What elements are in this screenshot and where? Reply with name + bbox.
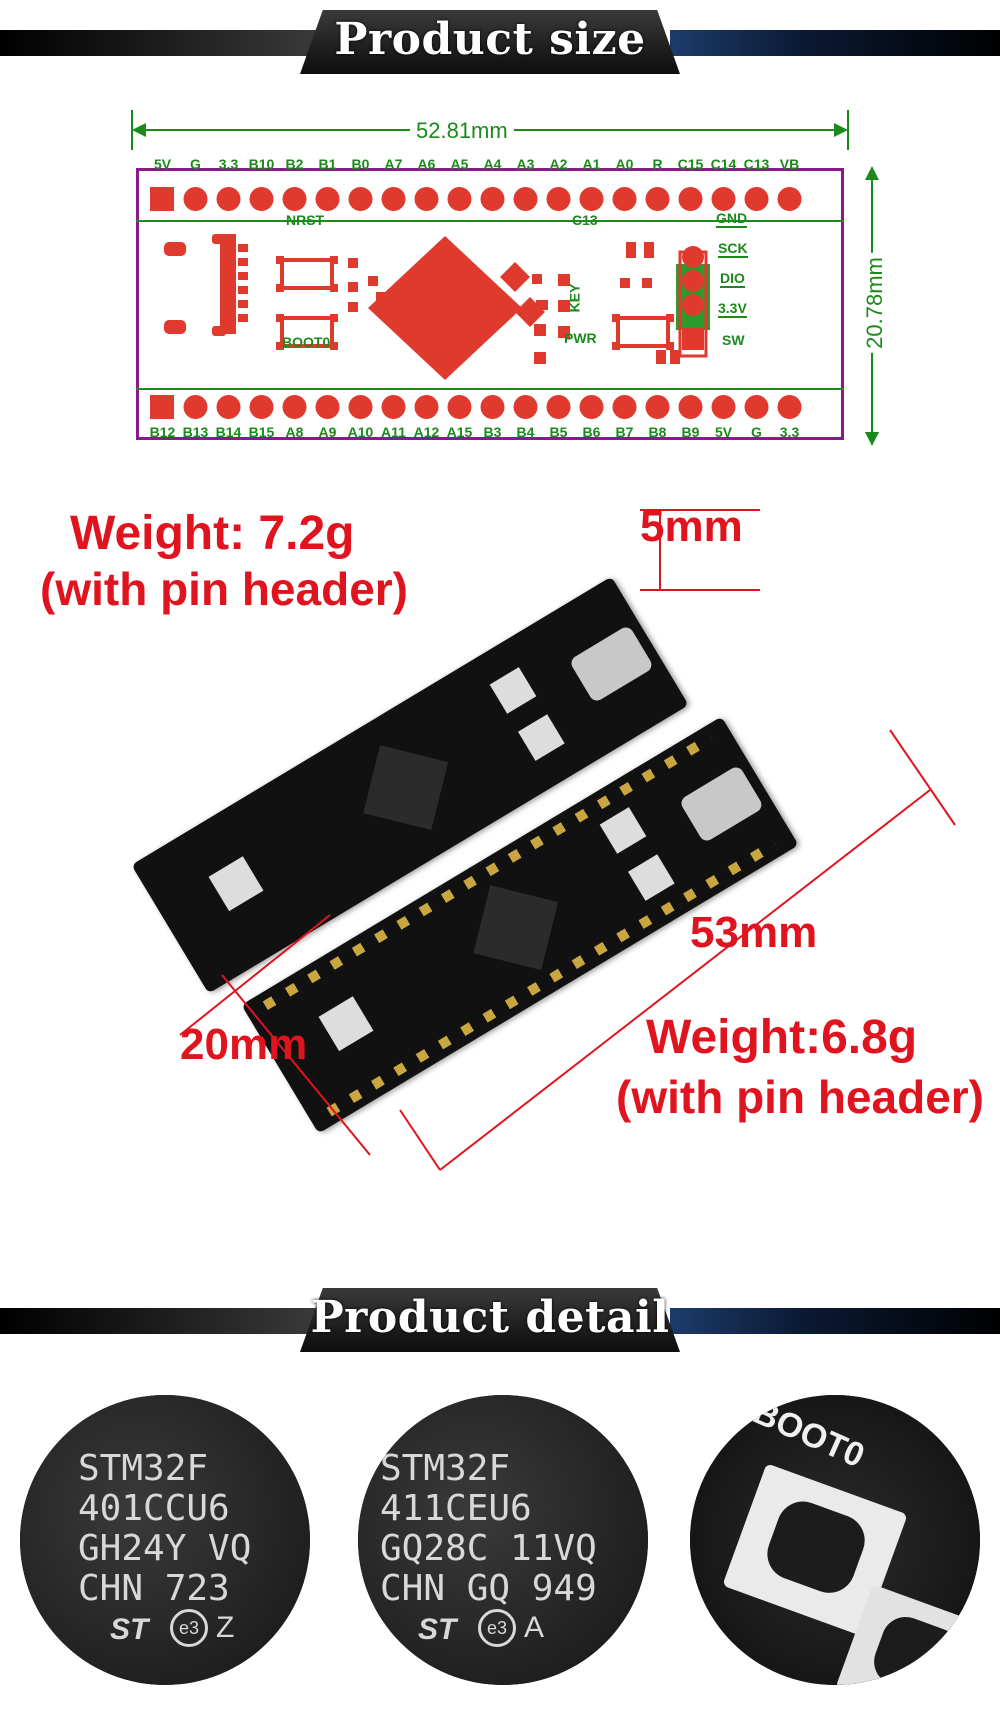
pin-label: A11 — [381, 424, 406, 440]
chip-2-line: CHN GQ 949 — [380, 1568, 597, 1609]
pin-label: A12 — [413, 424, 440, 440]
dio-label: DIO — [720, 270, 745, 288]
pin-label: A8 — [285, 424, 304, 440]
chip-1-line: GH24Y VQ — [78, 1528, 252, 1569]
weight-2-label: Weight:6.8g — [646, 1011, 918, 1064]
pin-label: A5 — [450, 156, 469, 172]
chip-1-mark: Z — [216, 1611, 235, 1644]
pin-label: B15 — [248, 424, 275, 440]
chip-1-text: STM32F 401CCU6 GH24Y VQ CHN 723 — [78, 1449, 251, 1609]
sck-label: SCK — [718, 240, 748, 258]
pin-label: B9 — [681, 424, 700, 440]
board-inner-line-top — [136, 220, 844, 222]
pin-label: B3 — [483, 424, 502, 440]
chip-2-line: STM32F — [380, 1448, 511, 1489]
pin-label: C15 — [677, 156, 704, 172]
bottom-pin-labels: B12 B13 B14 B15 A8 A9 A10 A11 A12 A15 B3… — [146, 424, 806, 440]
measurement-lines — [179, 509, 956, 1171]
pin-label: 5V — [714, 424, 733, 440]
pin-label: B7 — [615, 424, 634, 440]
chip-2-mark: A — [524, 1611, 545, 1644]
pin-label: B8 — [648, 424, 667, 440]
pin-label: A0 — [615, 156, 634, 172]
pin-label: B13 — [182, 424, 209, 440]
pin-label: 5V — [153, 156, 172, 172]
pin-label: A7 — [384, 156, 403, 172]
pin-label: A1 — [582, 156, 601, 172]
pin-label: B10 — [248, 156, 275, 172]
board-outline — [136, 168, 844, 440]
pin-label: A4 — [483, 156, 502, 172]
pin-label: VB — [779, 156, 800, 172]
sw-label: SW — [722, 332, 745, 348]
pin-label: B0 — [351, 156, 370, 172]
chip-2-line: 411CEU6 — [380, 1488, 532, 1529]
product-size-title: Product size — [334, 14, 646, 65]
pin-label: A9 — [318, 424, 337, 440]
pin-label: B12 — [149, 424, 176, 440]
button-detail: BOOT0 — [690, 1395, 980, 1685]
chip-1-line: CHN 723 — [78, 1568, 230, 1609]
pin-label: C14 — [710, 156, 737, 172]
nrst-label: NRST — [286, 212, 325, 228]
length-dimension-label: 52.81mm — [410, 118, 514, 144]
chip-detail-2: STM32F 411CEU6 GQ28C 11VQ CHN GQ 949 ST … — [358, 1395, 648, 1685]
weight-2-note: (with pin header) — [616, 1071, 984, 1123]
pin-label: C13 — [743, 156, 770, 172]
product-size-banner: Product size — [0, 4, 1000, 76]
chip-2-line: GQ28C 11VQ — [380, 1528, 597, 1569]
weight-1-note: (with pin header) — [40, 563, 408, 615]
board-inner-line-bottom — [136, 388, 844, 390]
gnd-label: GND — [716, 210, 748, 228]
pin-label: B4 — [516, 424, 535, 440]
pin-label: A3 — [516, 156, 535, 172]
switch-cap — [867, 1610, 967, 1685]
pin-label: B14 — [215, 424, 242, 440]
st-logo-icon: ST — [418, 1613, 457, 1646]
key-label: KEY — [566, 283, 583, 313]
c13-label: C13 — [572, 212, 598, 228]
st-logo-icon: ST — [110, 1613, 149, 1646]
e3-mark-icon: e3 — [478, 1609, 516, 1647]
pwr-label: PWR — [564, 330, 597, 346]
pin-label: G — [190, 156, 201, 172]
chip-1-line: 401CCU6 — [78, 1488, 230, 1529]
product-detail-banner: Product detail — [0, 1282, 1000, 1354]
board-components — [164, 234, 710, 380]
pin-label: B5 — [549, 424, 568, 440]
board-length-label: 53mm — [690, 908, 818, 957]
board-photo-section: 5mm 53mm 20mm Weight: 7.2g (with pin hea… — [0, 460, 1000, 1250]
chip-1-line: STM32F — [78, 1448, 209, 1489]
weight-1-label: Weight: 7.2g — [70, 507, 355, 560]
v33-label: 3.3V — [718, 300, 747, 318]
width-dimension-label: 20.78mm — [861, 253, 888, 353]
top-pin-pads — [150, 187, 802, 211]
pin-label: A10 — [347, 424, 374, 440]
pin-label: R — [652, 156, 663, 172]
chip-2-text: STM32F 411CEU6 GQ28C 11VQ CHN GQ 949 — [380, 1449, 597, 1609]
pin-label: B6 — [582, 424, 601, 440]
pin-label: A2 — [549, 156, 568, 172]
pin-label: B2 — [285, 156, 304, 172]
pin-label: B1 — [318, 156, 337, 172]
pin-label: 3.3 — [779, 424, 800, 440]
board-width-label: 20mm — [180, 1020, 308, 1069]
board-dimension-diagram: 52.81mm 20.78mm 5V G 3.3 B10 B2 B1 B0 A7… — [0, 100, 1000, 460]
usb-height-label: 5mm — [640, 502, 743, 551]
bottom-pin-pads — [150, 395, 802, 419]
pin-label: A6 — [417, 156, 436, 172]
pin-label: A15 — [446, 424, 473, 440]
boot0-label: BOOT0 — [282, 334, 331, 350]
pin-label: 3.3 — [218, 156, 239, 172]
product-detail-title: Product detail — [310, 1292, 670, 1343]
pin-label: G — [751, 424, 762, 440]
chip-detail-1: STM32F 401CCU6 GH24Y VQ CHN 723 ST e3 Z — [20, 1395, 310, 1685]
top-pin-labels: 5V G 3.3 B10 B2 B1 B0 A7 A6 A5 A4 A3 A2 … — [146, 156, 806, 172]
e3-mark-icon: e3 — [170, 1609, 208, 1647]
switch-cap — [760, 1494, 872, 1601]
